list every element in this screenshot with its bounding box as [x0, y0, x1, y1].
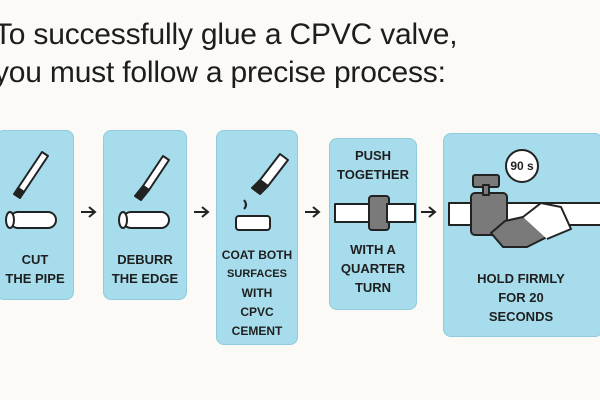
- cement-applicator-icon: [235, 153, 289, 231]
- step-label-deburr: DEBURR THE EDGE: [111, 252, 179, 286]
- arrow-right-icon: [81, 206, 97, 218]
- step-card-coat: COAT BOTH SURFACES WITH CPVC CEMENT: [216, 130, 298, 345]
- step-label-push-top: PUSH TOGETHER: [337, 148, 409, 182]
- deburr-tool-icon: [118, 155, 170, 229]
- step-card-hold: 90 s HOLD FIRMLY FOR 20 SECONDS: [443, 133, 600, 337]
- arrow-right-icon: [305, 206, 321, 218]
- step-card-deburr: DEBURR THE EDGE: [103, 130, 187, 300]
- step-label-coat: COAT BOTH SURFACES WITH CPVC CEMENT: [221, 248, 293, 338]
- heading-line-2: you must follow a precise process:: [0, 56, 446, 89]
- timer-icon: 90 s: [505, 149, 539, 183]
- arrow-right-icon: [194, 206, 210, 218]
- step-label-push-bottom: WITH A QUARTER TURN: [340, 242, 406, 295]
- heading-line-1: To successfully glue a CPVC valve,: [0, 18, 458, 51]
- step-label-hold: HOLD FIRMLY FOR 20 SECONDS: [477, 271, 565, 324]
- step-label-cut: CUT THE PIPE: [5, 252, 65, 286]
- arrow-right-icon: [421, 206, 437, 218]
- step-card-push: PUSH TOGETHER WITH A QUARTER TURN: [329, 138, 417, 310]
- valve-join-icon: [334, 195, 416, 231]
- heading: To successfully glue a CPVC valve, you m…: [0, 16, 600, 92]
- step-card-cut: CUT THE PIPE: [0, 130, 74, 300]
- hand-hold-icon: [448, 174, 600, 248]
- pipe-cutter-icon: [5, 151, 57, 229]
